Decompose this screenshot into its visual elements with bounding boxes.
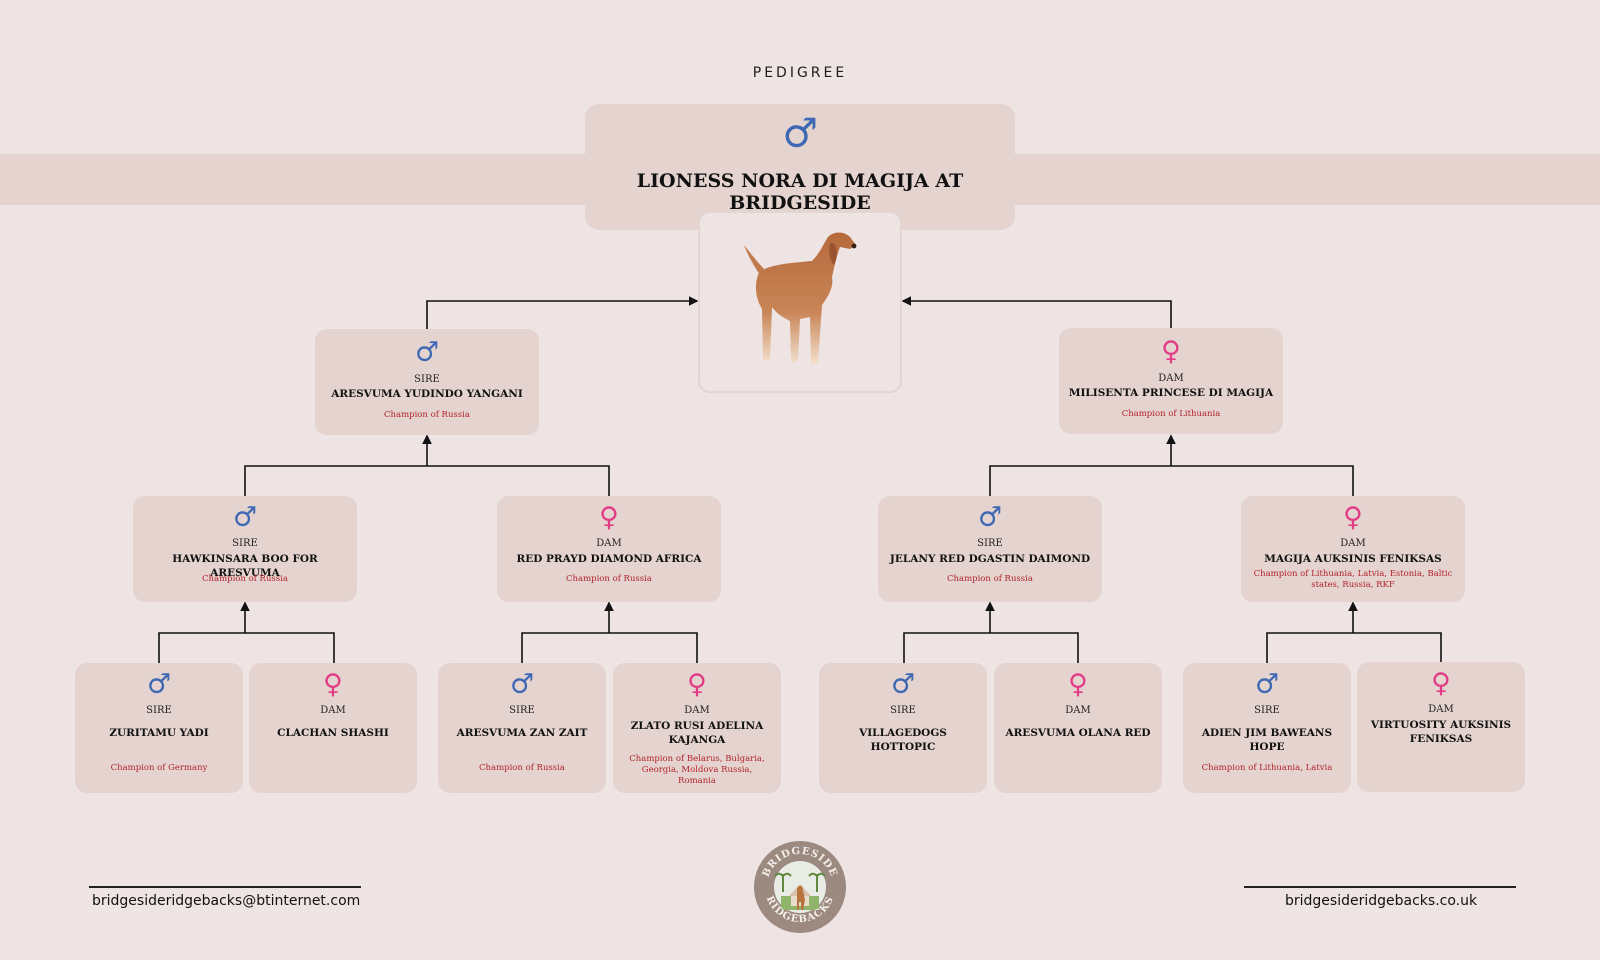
dog-name: JELANY RED DGASTIN DAIMOND (889, 553, 1091, 565)
sire-card: ♂ SIRE ARESVUMA YUDINDO YANGANI Champion… (315, 329, 539, 435)
connector-sire-subject (426, 296, 699, 329)
role-label: DAM (1428, 704, 1454, 715)
male-icon: ♂ (890, 669, 916, 700)
dog-title: Champion of Lithuania (1121, 409, 1221, 419)
role-label: SIRE (1254, 705, 1280, 716)
footer-divider-left (89, 886, 361, 888)
female-icon: ♀ (1068, 669, 1088, 700)
dog-name: ARESVUMA ZAN ZAIT (456, 727, 588, 739)
great-grandparent-card: ♂ SIRE ZURITAMU YADI Champion of Germany (75, 663, 243, 793)
connector-ggp-1 (158, 632, 335, 663)
footer-divider-right (1244, 886, 1516, 888)
male-icon: ♂ (782, 111, 818, 157)
female-icon: ♀ (599, 502, 619, 533)
role-label: SIRE (414, 374, 440, 385)
male-icon: ♂ (414, 337, 440, 368)
male-icon: ♂ (232, 502, 258, 533)
dog-title: Champion of Russia (384, 410, 470, 420)
great-grandparent-card: ♀ DAM ARESVUMA OLANA RED (994, 663, 1162, 793)
male-icon: ♂ (1254, 669, 1280, 700)
role-label: DAM (1158, 373, 1184, 384)
role-label: DAM (1340, 538, 1366, 549)
dog-title: Champion of Russia (202, 574, 288, 584)
great-grandparent-card: ♀ DAM ZLATO RUSI ADELINA KAJANGA Champio… (613, 663, 781, 793)
role-label: DAM (684, 705, 710, 716)
dog-name: ZURITAMU YADI (109, 727, 209, 739)
connector-ggp-2 (521, 632, 698, 663)
footer-email-link[interactable]: bridgesideridgebacks@btinternet.com (92, 893, 361, 909)
dog-title: Champion of Lithuania, Latvia, Estonia, … (1253, 569, 1453, 590)
dog-illustration-icon (744, 232, 857, 365)
female-icon: ♀ (1343, 502, 1363, 533)
grandparent-card: ♀ DAM RED PRAYD DIAMOND AFRICA Champion … (497, 496, 721, 602)
role-label: SIRE (232, 538, 258, 549)
grandparent-card: ♀ DAM MAGIJA AUKSINIS FENIKSAS Champion … (1241, 496, 1465, 602)
dog-title: Champion of Russia (479, 763, 565, 773)
kennel-logo-icon: BRIDGESIDE RIDGEBACKS (754, 841, 846, 933)
dog-name: MAGIJA AUKSINIS FENIKSAS (1264, 553, 1442, 565)
great-grandparent-card: ♀ DAM CLACHAN SHASHI (249, 663, 417, 793)
role-label: SIRE (146, 705, 172, 716)
connector-ggp-3 (903, 632, 1079, 663)
great-grandparent-card: ♂ SIRE ARESVUMA ZAN ZAIT Champion of Rus… (438, 663, 606, 793)
dog-title: Champion of Belarus, Bulgaria, Georgia, … (629, 754, 765, 786)
grandparent-card: ♂ SIRE JELANY RED DGASTIN DAIMOND Champi… (878, 496, 1102, 602)
role-label: SIRE (509, 705, 535, 716)
female-icon: ♀ (323, 669, 343, 700)
dog-name: ARESVUMA YUDINDO YANGANI (331, 388, 523, 400)
dog-name: ARESVUMA OLANA RED (1005, 727, 1151, 739)
subject-photo (698, 211, 902, 393)
dog-title: Champion of Germany (110, 763, 208, 773)
role-label: DAM (320, 705, 346, 716)
role-label: DAM (596, 538, 622, 549)
subject-card: ♂ LIONESS NORA DI MAGIJA AT BRIDGESIDE (585, 104, 1015, 230)
female-icon: ♀ (687, 669, 707, 700)
great-grandparent-card: ♂ SIRE VILLAGEDOGS HOTTOPIC (819, 663, 987, 793)
dog-name: VIRTUOSITY AUKSINIS FENIKSAS (1370, 719, 1512, 745)
male-icon: ♂ (977, 502, 1003, 533)
connector-gp-left (244, 465, 610, 496)
footer-website-link[interactable]: bridgesideridgebacks.co.uk (1285, 893, 1478, 909)
connector-ggp-4 (1266, 632, 1442, 663)
dog-name: HAWKINSARA BOO FOR ARESVUMA (172, 553, 318, 579)
dog-name: RED PRAYD DIAMOND AFRICA (516, 553, 702, 565)
dog-name: CLACHAN SHASHI (277, 727, 389, 739)
dog-name: MILISENTA PRINCESE DI MAGIJA (1068, 387, 1274, 399)
dam-card: ♀ DAM MILISENTA PRINCESE DI MAGIJA Champ… (1059, 328, 1283, 434)
female-icon: ♀ (1431, 668, 1451, 699)
dog-name: ADIEN JIM BAWEANS HOPE (1201, 727, 1333, 753)
page-title: PEDIGREE (752, 65, 848, 81)
dog-title: Champion of Russia (947, 574, 1033, 584)
role-label: DAM (1065, 705, 1091, 716)
dog-name: ZLATO RUSI ADELINA KAJANGA (630, 720, 764, 746)
male-icon: ♂ (509, 669, 535, 700)
connector-gp-right (989, 465, 1354, 496)
great-grandparent-card: ♂ SIRE ADIEN JIM BAWEANS HOPE Champion o… (1183, 663, 1351, 793)
connector-dam-subject (901, 296, 1172, 329)
role-label: SIRE (890, 705, 916, 716)
role-label: SIRE (977, 538, 1003, 549)
male-icon: ♂ (146, 669, 172, 700)
dog-title: Champion of Russia (566, 574, 652, 584)
grandparent-card: ♂ SIRE HAWKINSARA BOO FOR ARESVUMA Champ… (133, 496, 357, 602)
dog-name: VILLAGEDOGS HOTTOPIC (859, 727, 947, 753)
great-grandparent-card: ♀ DAM VIRTUOSITY AUKSINIS FENIKSAS (1357, 662, 1525, 792)
dog-title: Champion of Lithuania, Latvia (1201, 763, 1333, 773)
subject-name: LIONESS NORA DI MAGIJA AT BRIDGESIDE (636, 170, 964, 214)
female-icon: ♀ (1161, 336, 1181, 367)
